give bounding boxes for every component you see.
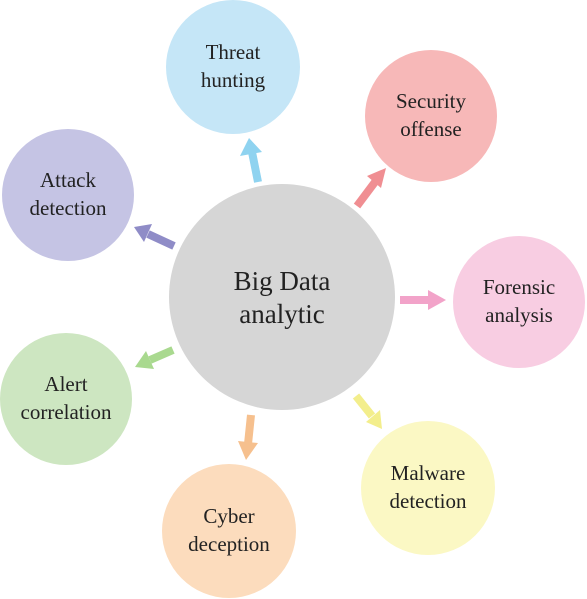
arrow-attack-detection bbox=[134, 224, 176, 250]
center-node: Big Data analytic bbox=[169, 184, 395, 410]
node-forensic-analysis: Forensic analysis bbox=[453, 236, 585, 368]
attack-detection-line-1: Attack bbox=[40, 168, 96, 192]
arrow-threat-hunting bbox=[240, 138, 262, 183]
arrow-malware-detection bbox=[352, 393, 382, 429]
node-threat-hunting: Threat hunting bbox=[166, 0, 300, 134]
forensic-analysis-line-1: Forensic bbox=[483, 275, 555, 299]
security-offense-line-1: Security bbox=[396, 89, 466, 113]
malware-detection-line-2: detection bbox=[390, 489, 467, 513]
malware-detection-line-1: Malware bbox=[391, 461, 466, 485]
alert-correlation-line-1: Alert bbox=[44, 372, 87, 396]
center-label-line-2: analytic bbox=[239, 299, 324, 329]
arrow-alert-correlation bbox=[135, 346, 175, 369]
arrow-cyber-deception bbox=[238, 414, 258, 460]
node-alert-correlation: Alert correlation bbox=[0, 333, 132, 465]
node-malware-detection: Malware detection bbox=[361, 421, 495, 555]
threat-hunting-line-1: Threat bbox=[206, 40, 261, 64]
arrows bbox=[134, 138, 446, 460]
security-offense-line-2: offense bbox=[400, 117, 461, 141]
arrow-forensic-analysis bbox=[400, 290, 446, 310]
cyber-deception-line-2: deception bbox=[188, 532, 270, 556]
center-label-line-1: Big Data bbox=[234, 266, 331, 296]
node-attack-detection: Attack detection bbox=[2, 129, 134, 261]
node-security-offense: Security offense bbox=[365, 50, 497, 182]
threat-hunting-line-2: hunting bbox=[201, 68, 266, 92]
cyber-deception-line-1: Cyber bbox=[203, 504, 254, 528]
forensic-analysis-line-2: analysis bbox=[485, 303, 553, 327]
attack-detection-line-2: detection bbox=[30, 196, 107, 220]
node-cyber-deception: Cyber deception bbox=[162, 464, 296, 598]
alert-correlation-line-2: correlation bbox=[21, 400, 112, 424]
arrow-security-offense bbox=[353, 168, 386, 209]
